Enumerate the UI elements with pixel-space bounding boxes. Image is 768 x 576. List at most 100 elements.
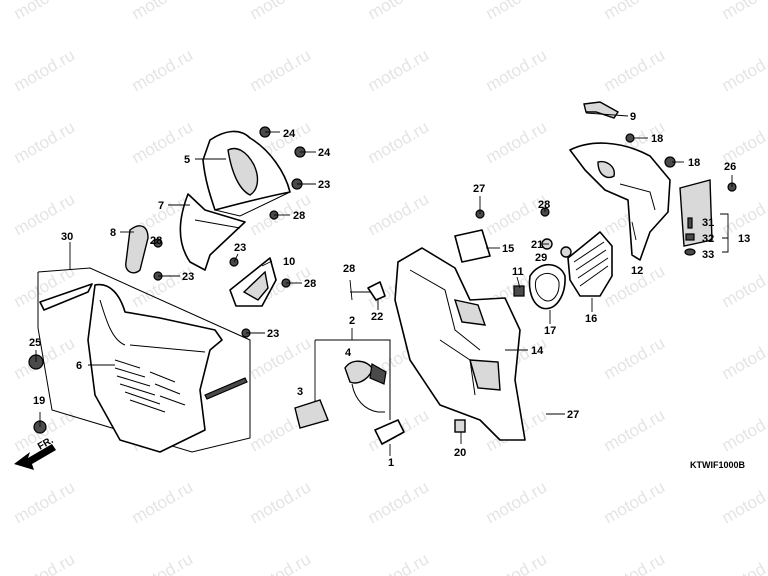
callout-17: 17 [544, 325, 556, 337]
watermark-text: motod.ru [247, 0, 315, 23]
side-reflector-part [125, 225, 149, 274]
clip-part [454, 419, 466, 433]
callout-19: 19 [33, 395, 45, 407]
callout-1: 1 [388, 457, 394, 469]
watermark-text: motod.ru [719, 45, 768, 95]
watermark-text: motod.ru [11, 0, 79, 23]
callout-6: 6 [76, 360, 82, 372]
watermark-text: motod.ru [601, 477, 669, 527]
watermark-text: motod.ru [129, 549, 197, 576]
watermark-text: motod.ru [365, 189, 433, 239]
small-lid-part [454, 229, 491, 263]
reflector-part [679, 179, 713, 247]
watermark-text: motod.ru [483, 189, 551, 239]
callout-11: 11 [512, 266, 524, 278]
decal-sticker [39, 283, 93, 311]
callout-22: 22 [371, 311, 383, 323]
callout-26: 26 [724, 161, 736, 173]
watermark-text: motod.ru [719, 189, 768, 239]
callout-23d: 23 [267, 328, 279, 340]
watermark-text: motod.ru [483, 549, 551, 576]
watermark-text: motod.ru [11, 333, 79, 383]
watermark-text: motod.ru [247, 477, 315, 527]
watermark-text: motod.ru [719, 477, 768, 527]
watermark-text: motod.ru [601, 45, 669, 95]
watermark-text: motod.ru [247, 45, 315, 95]
callout-8: 8 [110, 227, 116, 239]
watermark-text: motod.ru [129, 477, 197, 527]
watermark-text: motod.ru [365, 117, 433, 167]
rubber-boot-part [567, 231, 613, 297]
callout-labels: 1 2 3 4 5 6 7 8 9 10 11 12 13 14 15 16 1… [29, 111, 750, 470]
bulb-part [294, 399, 329, 429]
watermark-text: motod.ru [365, 477, 433, 527]
callout-27b: 27 [567, 409, 579, 421]
watermark-text: motod.ru [719, 117, 768, 167]
callout-2: 2 [349, 315, 355, 327]
watermark-text: motod.ru [365, 0, 433, 23]
callout-21: 21 [531, 239, 543, 251]
trim-strip-part [583, 101, 620, 119]
assembly-outline [37, 242, 251, 453]
callout-33: 33 [702, 249, 714, 261]
front-direction-arrow [14, 444, 56, 470]
watermark-text: motod.ru [483, 0, 551, 23]
watermark-text: motod.ru [11, 45, 79, 95]
watermark-text: motod.ru [601, 549, 669, 576]
watermark-text: motod.ru [247, 549, 315, 576]
watermark-text: motod.ru [483, 45, 551, 95]
callout-28d: 28 [538, 199, 550, 211]
grille-slots [114, 359, 186, 413]
watermark-text: motod.ru [483, 117, 551, 167]
middle-cover-part [179, 193, 246, 271]
callout-24b: 24 [318, 147, 331, 159]
diagram-code: KTWIF1000B [690, 460, 746, 470]
callout-3: 3 [297, 386, 303, 398]
callout-29: 29 [535, 252, 547, 264]
callout-23c: 23 [182, 271, 194, 283]
callout-5: 5 [184, 154, 190, 166]
callout-14: 14 [531, 345, 544, 357]
watermark-text: motod.ru [719, 333, 768, 383]
watermark-text: motod.ru [11, 117, 79, 167]
callout-7: 7 [158, 200, 164, 212]
watermark-text: motod.ru [601, 333, 669, 383]
watermark-text: motod.ru [129, 45, 197, 95]
callout-23b: 23 [234, 242, 246, 254]
inner-panel-part [394, 247, 526, 441]
callout-18b: 18 [688, 157, 700, 169]
callout-28c: 28 [150, 235, 162, 247]
watermark-text: motod.ru [11, 477, 79, 527]
emblem-strip [204, 377, 248, 400]
inner-cover-part [87, 283, 223, 453]
leader-lines [35, 112, 733, 444]
callout-30: 30 [61, 231, 73, 243]
watermark-text: motod.ru [719, 261, 768, 311]
watermark-text: motod.ru [601, 0, 669, 23]
callout-4: 4 [345, 347, 352, 359]
side-panel-part [229, 257, 277, 307]
right-cover-part [569, 142, 671, 261]
watermark-text: motod.ru [365, 549, 433, 576]
callout-9: 9 [630, 111, 636, 123]
cap-part [374, 419, 405, 445]
callout-10: 10 [283, 256, 295, 268]
callout-32: 32 [702, 233, 714, 245]
callout-12: 12 [631, 265, 643, 277]
watermark-text: motod.ru [601, 405, 669, 455]
callout-31: 31 [702, 217, 714, 229]
callout-16: 16 [585, 313, 597, 325]
watermark-text: motod.ru [719, 0, 768, 23]
callout-20: 20 [454, 447, 466, 459]
bulb-socket-part [344, 360, 373, 384]
callout-15: 15 [502, 243, 514, 255]
watermark-layer: motod.ru motod.ru motod.ru motod.ru motod.ru… [11, 0, 768, 576]
watermark-text: motod.ru [11, 549, 79, 576]
callout-24a: 24 [283, 128, 296, 140]
watermark-text: motod.ru [129, 0, 197, 23]
hook-part [367, 281, 386, 301]
watermark-text: motod.ru [483, 477, 551, 527]
watermark-text: motod.ru [365, 45, 433, 95]
callout-28b: 28 [304, 278, 316, 290]
